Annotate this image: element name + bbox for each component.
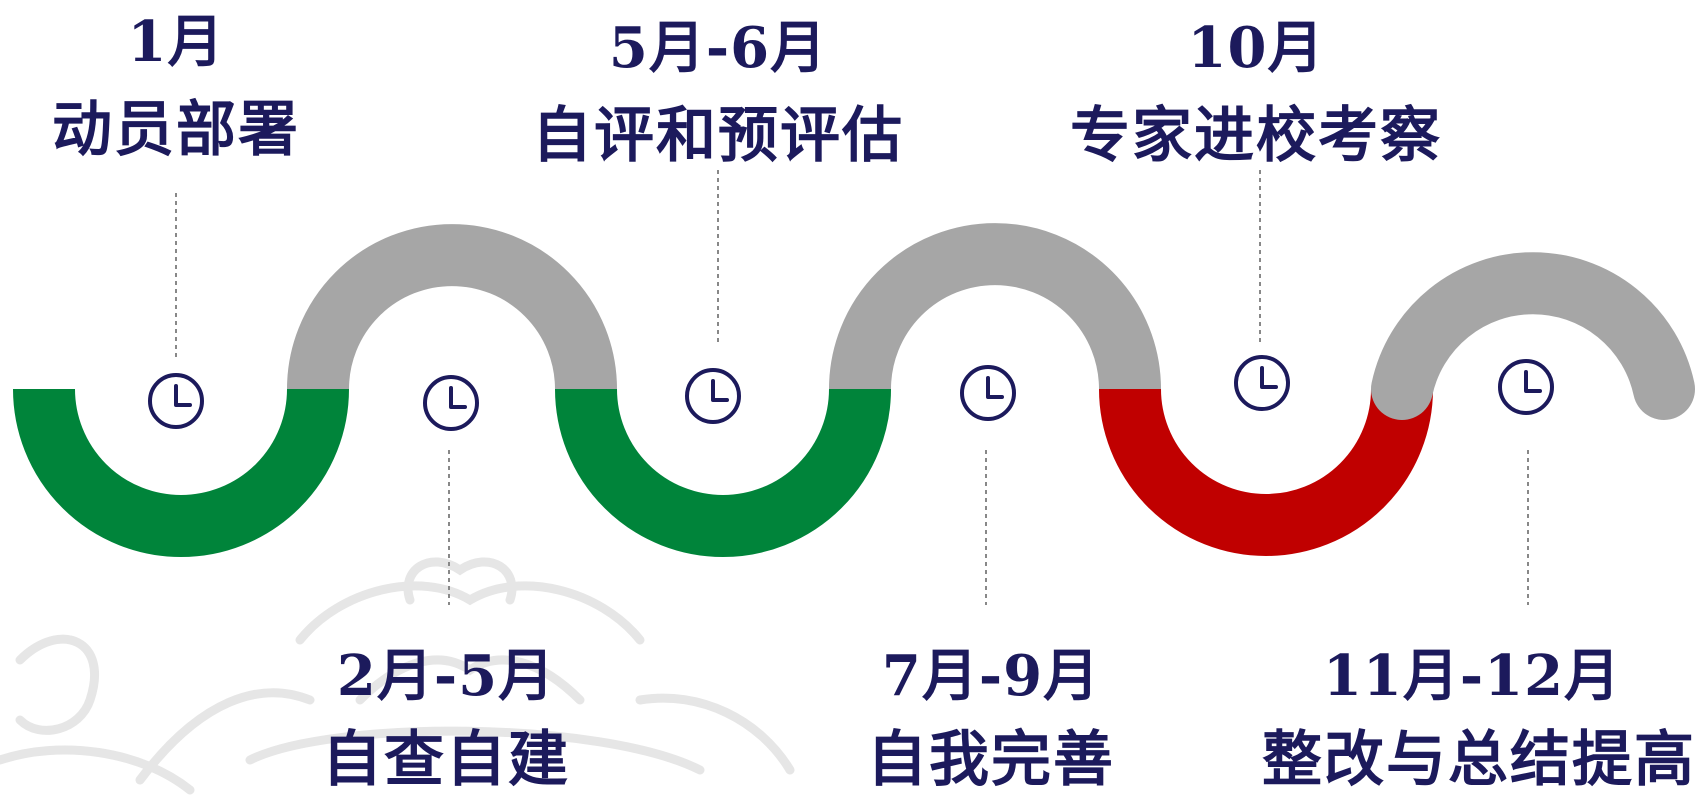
arc-stage-2 bbox=[287, 224, 617, 390]
wave-path bbox=[13, 223, 1695, 557]
stage-1-date: 1月 bbox=[127, 9, 225, 75]
stage-5-date: 10月 bbox=[1187, 15, 1325, 81]
clock-icon bbox=[148, 373, 204, 429]
stage-3-date: 5月-6月 bbox=[608, 15, 828, 81]
clock-icon bbox=[685, 368, 741, 424]
stage-6-label: 11月-12月 整改与总结提高 bbox=[1262, 643, 1696, 795]
stage-1-label: 1月 动员部署 bbox=[0, 14, 386, 160]
stage-6-date: 11月-12月 bbox=[1322, 643, 1622, 709]
stage-4-date: 7月-9月 bbox=[881, 643, 1101, 709]
arc-stage-6 bbox=[1371, 252, 1695, 420]
stage-4-title: 自我完善 bbox=[867, 725, 1115, 795]
arc-stage-1 bbox=[13, 388, 349, 557]
stage-5-label: 10月 专家进校考察 bbox=[1046, 20, 1466, 166]
stage-2-title: 自查自建 bbox=[322, 725, 570, 795]
stage-4-label: 7月-9月 自我完善 bbox=[781, 648, 1201, 790]
arc-stage-5 bbox=[1099, 388, 1433, 556]
stage-1-title: 动员部署 bbox=[52, 95, 300, 165]
emblem-watermark bbox=[0, 557, 795, 795]
clock-icons bbox=[148, 355, 1554, 431]
clock-icon bbox=[1234, 355, 1290, 411]
connector-lines bbox=[175, 170, 1529, 605]
arc-stage-4 bbox=[829, 223, 1161, 390]
arc-stage-3 bbox=[555, 388, 891, 557]
stage-6-title: 整改与总结提高 bbox=[1262, 725, 1696, 795]
stage-3-title: 自评和预评估 bbox=[532, 101, 904, 171]
stage-2-date: 2月-5月 bbox=[336, 643, 556, 709]
stage-5-title: 专家进校考察 bbox=[1070, 101, 1442, 171]
clock-icon bbox=[960, 365, 1016, 421]
clock-icon bbox=[423, 375, 479, 431]
clock-icon bbox=[1498, 359, 1554, 415]
stage-3-label: 5月-6月 自评和预评估 bbox=[508, 20, 928, 166]
stage-2-label: 2月-5月 自查自建 bbox=[236, 648, 656, 790]
